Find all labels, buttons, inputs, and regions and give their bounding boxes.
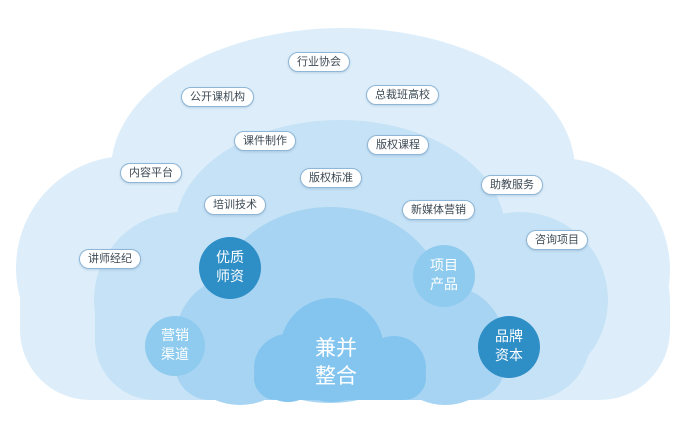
tag-courseware-production: 课件制作 — [234, 131, 296, 151]
circle-brand-capital-line2: 资本 — [495, 348, 523, 364]
circle-quality-faculty: 优质 师资 — [199, 237, 261, 299]
tag-teaching-assistant-service: 助教服务 — [481, 175, 543, 195]
circle-project-product: 项目 产品 — [413, 245, 475, 307]
center-line2: 整合 — [315, 364, 357, 388]
tag-new-media-marketing: 新媒体营销 — [402, 200, 475, 220]
circle-brand-capital-line1: 品牌 — [495, 329, 523, 345]
circle-brand-capital: 品牌 资本 — [478, 316, 540, 378]
tag-training-technology: 培训技术 — [204, 195, 266, 215]
tag-copyright-course: 版权课程 — [367, 135, 429, 155]
circle-marketing-channel-line2: 渠道 — [161, 347, 189, 363]
center-cloud — [254, 298, 426, 402]
circle-marketing-channel: 营销 渠道 — [145, 316, 205, 376]
circle-quality-faculty-line2: 师资 — [216, 269, 244, 285]
circle-quality-faculty-line1: 优质 — [216, 250, 244, 266]
circle-project-product-line2: 产品 — [430, 277, 458, 293]
tag-lecturer-agency: 讲师经纪 — [79, 249, 141, 269]
center-merger-integration: 兼并 整合 — [286, 334, 386, 390]
center-line1: 兼并 — [315, 336, 357, 360]
tag-copyright-standard: 版权标准 — [300, 168, 362, 188]
circle-marketing-channel-line1: 营销 — [161, 328, 189, 344]
circle-project-product-line1: 项目 — [430, 258, 458, 274]
tag-industry-association: 行业协会 — [288, 52, 350, 72]
tag-content-platform: 内容平台 — [120, 163, 182, 183]
tag-open-course-institution: 公开课机构 — [181, 87, 254, 107]
tag-consulting-project: 咨询项目 — [526, 230, 588, 250]
tag-executive-program-university: 总裁班高校 — [366, 85, 439, 105]
